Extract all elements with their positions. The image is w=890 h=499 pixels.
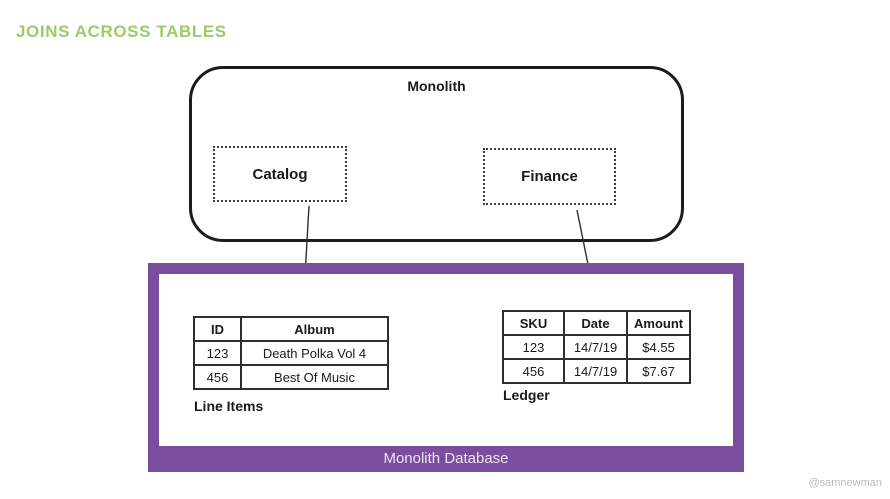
table-header-cell: SKU	[502, 310, 565, 336]
watermark: @samnewman	[808, 477, 882, 489]
line-items-table: ID Album 123 Death Polka Vol 4 456 Best …	[193, 316, 389, 390]
table-cell: 123	[502, 334, 565, 360]
monolith-label: Monolith	[407, 78, 466, 94]
table-header-cell: Date	[563, 310, 628, 336]
table-row: 123 Death Polka Vol 4	[193, 340, 389, 366]
monolith-container: Monolith Catalog Finance	[189, 66, 684, 242]
table-header-row: ID Album	[193, 316, 389, 342]
table-header-row: SKU Date Amount	[502, 310, 692, 336]
table-header-cell: Amount	[625, 310, 692, 336]
monolith-database-label: Monolith Database	[383, 450, 509, 467]
line-items-caption: Line Items	[194, 398, 264, 414]
finance-module-label: Finance	[521, 168, 578, 185]
table-row: 456 Best Of Music	[193, 364, 389, 390]
table-cell: Death Polka Vol 4	[240, 340, 389, 366]
table-cell: 123	[193, 340, 242, 366]
table-cell: $4.55	[625, 334, 692, 360]
table-row: 456 14/7/19 $7.67	[502, 358, 692, 384]
ledger-caption: Ledger	[503, 387, 550, 403]
catalog-module: Catalog	[213, 146, 347, 202]
table-header-cell: Album	[240, 316, 389, 342]
table-cell: 14/7/19	[563, 334, 628, 360]
table-cell: 456	[193, 364, 242, 390]
table-row: 123 14/7/19 $4.55	[502, 334, 692, 360]
table-header-cell: ID	[193, 316, 242, 342]
table-cell: 456	[502, 358, 565, 384]
slide-title: JOINS ACROSS TABLES	[16, 22, 227, 41]
catalog-module-label: Catalog	[252, 165, 308, 183]
table-cell: 14/7/19	[563, 358, 628, 384]
table-cell: Best Of Music	[240, 364, 389, 390]
ledger-table: SKU Date Amount 123 14/7/19 $4.55 456 14…	[502, 310, 692, 384]
finance-module: Finance	[483, 148, 616, 205]
table-cell: $7.67	[625, 358, 692, 384]
